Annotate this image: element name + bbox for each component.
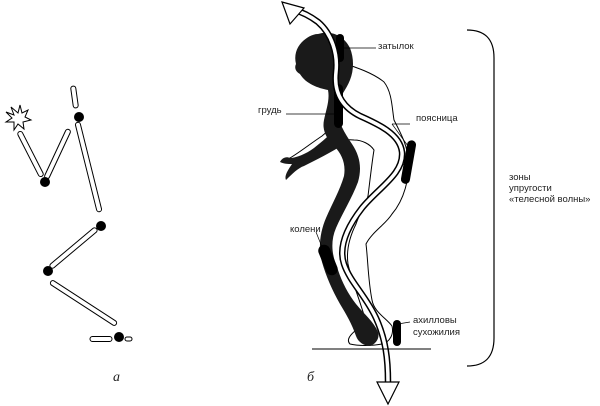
mark-achilles xyxy=(393,320,401,346)
label-knees: колени xyxy=(290,224,321,235)
stick-upper-arm xyxy=(44,128,71,180)
caption-a: а xyxy=(113,370,120,385)
stick-joints xyxy=(40,112,124,342)
label-achilles-1: ахилловы xyxy=(413,315,457,326)
label-chest: грудь xyxy=(258,105,282,116)
label-zones-line-1: зоны xyxy=(509,172,531,183)
leader-lines xyxy=(286,47,411,325)
label-lower-back: поясница xyxy=(416,113,458,124)
leader-achilles xyxy=(397,321,411,325)
leader-knees xyxy=(315,231,325,253)
hand-burst-icon xyxy=(4,104,33,132)
face-profile xyxy=(295,42,324,84)
stick-forearm xyxy=(17,130,44,178)
mark-knee xyxy=(318,244,338,276)
joint-hip xyxy=(96,221,106,231)
caption-b: б xyxy=(307,370,315,385)
wave-path xyxy=(292,8,404,384)
label-zones-line-3: «телесной волны» xyxy=(509,194,591,205)
body-silhouette-b xyxy=(280,32,409,347)
stick-shin xyxy=(49,280,118,326)
mark-lower-back xyxy=(400,140,417,184)
label-zones: зоны упругости «телесной волны» xyxy=(509,172,599,205)
joint-elbow xyxy=(40,177,50,187)
stick-head-segment xyxy=(70,85,79,109)
arm xyxy=(280,122,344,180)
stick-figure-a xyxy=(17,85,133,342)
stick-toe xyxy=(124,336,133,342)
joint-shoulder xyxy=(74,112,84,122)
zones-bracket xyxy=(466,29,495,367)
arrow-up-icon xyxy=(281,1,306,26)
stick-thigh xyxy=(49,227,98,269)
label-zones-line-2: упругости xyxy=(509,183,552,194)
label-occiput: затылок xyxy=(378,41,414,52)
stick-back-segment xyxy=(74,121,103,213)
leader-lower-back-2 xyxy=(391,123,409,147)
arrow-down-icon xyxy=(376,381,400,406)
stick-foot xyxy=(89,336,113,342)
joint-ankle xyxy=(114,332,124,342)
joint-knee xyxy=(43,266,53,276)
label-achilles-2: сухожилия xyxy=(413,327,460,338)
body-wave-arrow xyxy=(281,1,406,406)
